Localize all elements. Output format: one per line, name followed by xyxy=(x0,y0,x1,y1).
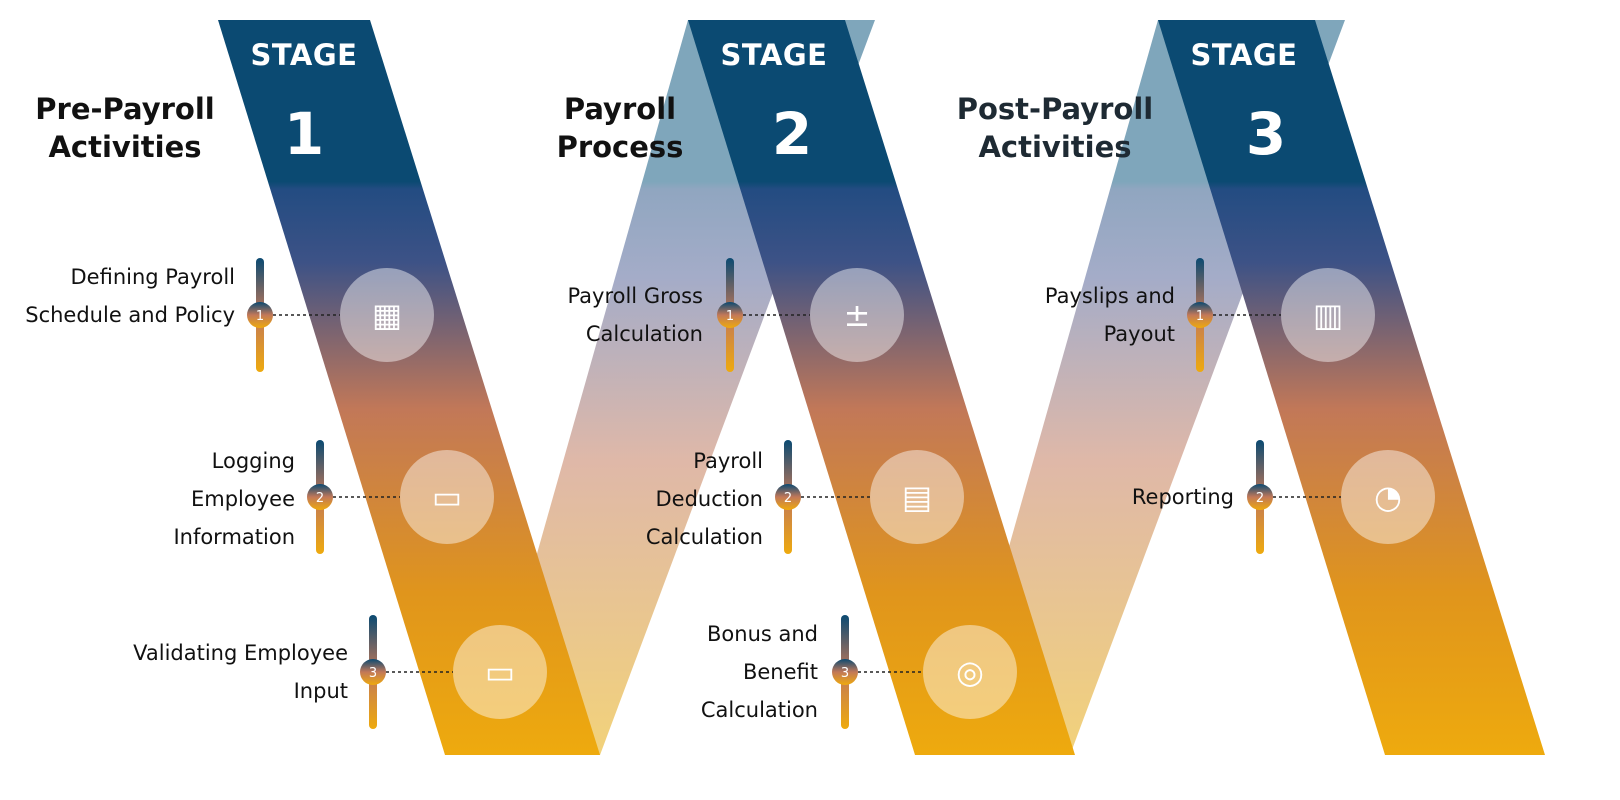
step-marker: 1± xyxy=(717,258,904,372)
step-number-knob xyxy=(775,484,801,510)
icon-circle xyxy=(1341,450,1435,544)
step-number-knob xyxy=(247,302,273,328)
math-operators-icon: ± xyxy=(844,296,871,334)
step-label: Payroll Deduction Calculation xyxy=(645,449,763,549)
step-marker: 1▦ xyxy=(247,258,434,372)
stage-2-title-line: Payroll xyxy=(563,92,677,126)
step-number-knob xyxy=(360,659,386,685)
icon-circle xyxy=(400,450,494,544)
monitor-chart-icon: ◔ xyxy=(1374,478,1402,516)
employee-card-icon: ▭ xyxy=(485,653,515,691)
id-card-icon: ▭ xyxy=(432,478,462,516)
icon-circle xyxy=(923,625,1017,719)
step-number: 1 xyxy=(256,309,264,324)
step-label: Logging Employee Information xyxy=(173,449,295,549)
step-marker: 3◎ xyxy=(832,615,1017,729)
icon-circle xyxy=(870,450,964,544)
step-number-knob xyxy=(832,659,858,685)
step-number-knob xyxy=(307,484,333,510)
stage-3-label: STAGE xyxy=(1190,38,1298,72)
stage-1-number: 1 xyxy=(283,100,325,168)
step-number-knob xyxy=(1187,302,1213,328)
stage-2-number: 2 xyxy=(771,100,813,168)
hand-coin-icon: ◎ xyxy=(956,653,984,691)
icon-circle xyxy=(1281,268,1375,362)
cash-register-icon: ▥ xyxy=(1313,296,1343,334)
stage-1-title-line: Pre-Payroll xyxy=(35,92,215,126)
step-number-knob xyxy=(717,302,743,328)
icon-circle xyxy=(810,268,904,362)
step-label: Defining Payroll Schedule and Policy xyxy=(25,265,235,327)
step-marker: 2▭ xyxy=(307,440,494,554)
step-number: 3 xyxy=(841,666,849,681)
stage-3-title-line: Activities xyxy=(978,130,1132,164)
stage-2-ribbon xyxy=(688,20,1075,755)
stage-1-ribbon xyxy=(218,20,600,755)
step-number: 1 xyxy=(1196,309,1204,324)
stage-2-title: Payroll Process xyxy=(520,90,720,166)
step-marker: 2◔ xyxy=(1247,440,1435,554)
step-marker: 1▥ xyxy=(1187,258,1375,372)
step-number-knob xyxy=(1247,484,1273,510)
stage-2-title-line: Process xyxy=(556,130,684,164)
step-label: Reporting xyxy=(1131,485,1234,509)
step-number: 3 xyxy=(369,666,377,681)
step-marker: 3▭ xyxy=(360,615,547,729)
step-number: 2 xyxy=(316,491,324,506)
stage-1-label: STAGE xyxy=(250,38,358,72)
stage-1-title-line: Activities xyxy=(48,130,202,164)
step-number: 2 xyxy=(1256,491,1264,506)
step-label: Payroll Gross Calculation xyxy=(567,284,703,346)
calendar-icon: ▦ xyxy=(372,296,402,334)
step-number: 2 xyxy=(784,491,792,506)
step-label: Validating Employee Input xyxy=(133,641,348,703)
stage-3-title: Post-Payroll Activities xyxy=(935,90,1175,166)
stage-3-ribbon xyxy=(1158,20,1545,755)
stage-1-title: Pre-Payroll Activities xyxy=(10,90,240,166)
step-marker: 2▤ xyxy=(775,440,964,554)
calculator-icon: ▤ xyxy=(902,478,932,516)
icon-circle xyxy=(340,268,434,362)
step-label: Payslips and Payout xyxy=(1044,284,1175,346)
icon-circle xyxy=(453,625,547,719)
stage-2-label: STAGE xyxy=(720,38,828,72)
stage-3-title-line: Post-Payroll xyxy=(956,92,1154,126)
stage-3-number: 3 xyxy=(1245,100,1287,168)
step-number: 1 xyxy=(726,309,734,324)
step-label: Bonus and Benefit Calculation xyxy=(700,622,818,722)
